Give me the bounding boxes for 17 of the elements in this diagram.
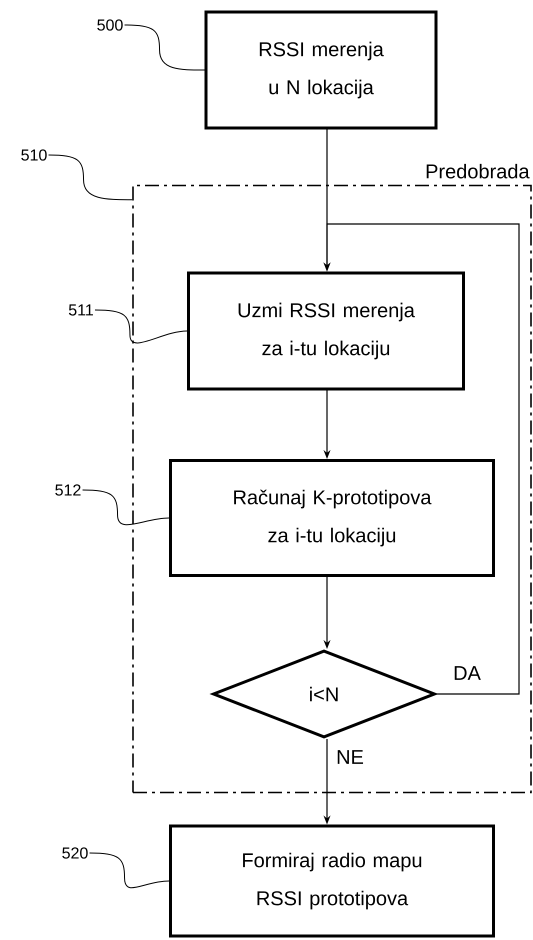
edge-label: DA [452, 665, 482, 681]
process-box: Uzmi RSSI merenja za i-tu lokaciju [187, 272, 465, 390]
reference-number: 511 [68, 304, 93, 316]
leader-line [89, 852, 170, 888]
reference-number: 510 [21, 149, 47, 161]
reference-number: 512 [55, 484, 81, 496]
leader-line [48, 154, 133, 200]
edge-label: NE [335, 749, 365, 765]
leader-line [94, 310, 188, 344]
reference-number: 520 [62, 847, 88, 859]
leader-line [124, 24, 205, 70]
node-label: Predobrada [426, 164, 530, 178]
reference-number: 500 [97, 19, 123, 31]
leader-line [82, 490, 170, 526]
process-box: RSSI merenja u N lokacija [204, 10, 438, 130]
process-box: Računaj K-prototipova za i-tu lokaciju [169, 459, 495, 577]
process-box: Formiraj radio mapu RSSI prototipova [169, 824, 495, 938]
